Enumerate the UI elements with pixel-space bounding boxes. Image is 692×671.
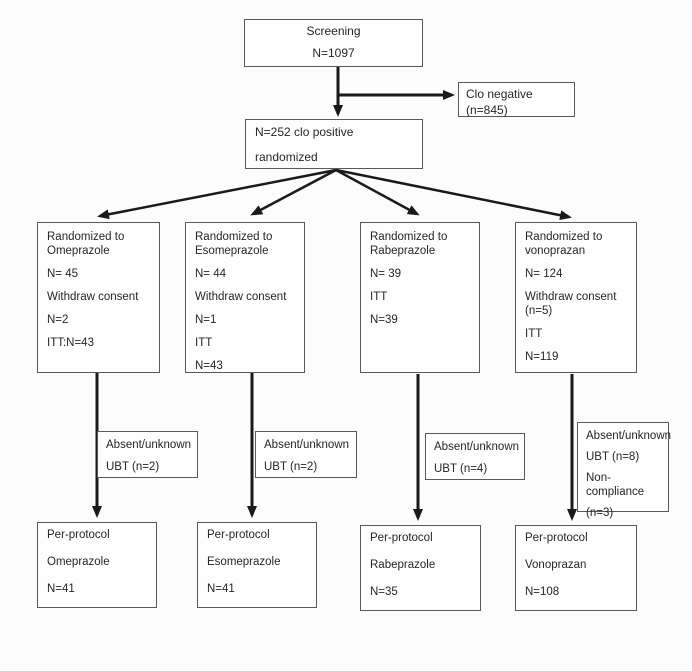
arm-3-exclusion-box: Absent/unknown UBT (n=4): [425, 433, 525, 480]
text-line: Esomeprazole: [207, 556, 281, 568]
text-line: N= 39: [370, 268, 402, 280]
text-line: N=41: [207, 583, 235, 595]
text-line: Absent/unknown: [106, 439, 192, 451]
text-line: Per-protocol: [47, 529, 110, 541]
text-line: Per-protocol: [525, 532, 588, 544]
arm-2-per-protocol-box: Per-protocol Esomeprazole N=41: [197, 522, 317, 608]
text-line: Screening: [306, 24, 361, 38]
text-line: ITT: [195, 337, 213, 349]
arm-3-per-protocol-box: Per-protocol Rabeprazole N=35: [360, 525, 481, 611]
arm-2-randomized-box: Randomized to Esomeprazole N= 44 Withdra…: [185, 222, 305, 373]
text-line: Absent/unknown: [434, 441, 520, 453]
text-line: N=35: [370, 586, 398, 598]
clo-negative-box: Clo negative (n=845): [458, 82, 575, 117]
text-line: ITT:N=43: [47, 337, 94, 349]
text-line: N= 45: [47, 268, 79, 280]
text-line: Omeprazole: [47, 556, 110, 568]
arm-4-randomized-box: Randomized to vonoprazan N= 124 Withdraw…: [515, 222, 637, 373]
text-line: Randomized to Rabeprazole: [370, 231, 448, 257]
text-line: N=41: [47, 583, 75, 595]
arm-2-exclusion-box: Absent/unknown UBT (n=2): [255, 431, 357, 478]
text-line: N=2: [47, 314, 69, 326]
arm-1-randomized-box: Randomized to Omeprazole N= 45 Withdraw …: [37, 222, 160, 373]
text-line: Per-protocol: [207, 529, 270, 541]
text-line: N=119: [525, 351, 559, 363]
text-line: UBT (n=8): [586, 451, 640, 463]
randomized-box: N=252 clo positive randomized: [245, 119, 423, 169]
text-line: N= 44: [195, 268, 227, 280]
text-line: Absent/unknown: [264, 439, 350, 451]
arrow-randomized-to-arm-2: [250, 168, 337, 216]
text-line: ITT: [525, 328, 543, 340]
text-line: Randomized to Esomeprazole: [195, 231, 273, 257]
text-line: Clo negative: [466, 87, 533, 101]
text-line: Randomized to vonoprazan: [525, 231, 603, 257]
text-line: Non-compliance: [586, 472, 645, 498]
text-line: N=108: [525, 586, 560, 598]
arm-3-randomized-box: Randomized to Rabeprazole N= 39 ITT N=39: [360, 222, 480, 373]
text-line: N=1097: [312, 46, 355, 60]
text-line: N= 124: [525, 268, 563, 280]
text-line: Withdraw consent: [47, 291, 139, 303]
text-line: Randomized to Omeprazole: [47, 231, 125, 257]
text-line: Absent/unknown: [586, 430, 672, 442]
text-line: Withdraw consent: [195, 291, 287, 303]
arm-4-per-protocol-box: Per-protocol Vonoprazan N=108: [515, 525, 637, 611]
text-line: randomized: [255, 150, 318, 164]
text-line: Rabeprazole: [370, 559, 436, 571]
text-line: Withdraw consent (n=5): [525, 291, 617, 317]
text-line: UBT (n=4): [434, 463, 488, 475]
screening-box: Screening N=1097: [244, 19, 423, 67]
text-line: (n=3): [586, 507, 614, 519]
arrow-randomized-to-arm-3: [335, 168, 420, 216]
text-line: Vonoprazan: [525, 559, 587, 571]
text-line: Per-protocol: [370, 532, 433, 544]
text-line: N=39: [370, 314, 398, 326]
text-line: N=43: [195, 360, 223, 372]
arm-4-exclusion-box: Absent/unknown UBT (n=8) Non-compliance …: [577, 422, 672, 519]
text-line: N=1: [195, 314, 217, 326]
arm-1-exclusion-box: Absent/unknown UBT (n=2): [97, 431, 198, 478]
arrow-randomized-to-arm-4: [335, 168, 572, 221]
arrow-randomized-to-arm-1: [97, 168, 337, 220]
text-line: (n=845): [466, 103, 508, 117]
text-line: ITT: [370, 291, 388, 303]
text-line: UBT (n=2): [106, 461, 160, 473]
text-line: UBT (n=2): [264, 461, 318, 473]
text-line: N=252 clo positive: [255, 125, 354, 139]
arm-1-per-protocol-box: Per-protocol Omeprazole N=41: [37, 522, 157, 608]
